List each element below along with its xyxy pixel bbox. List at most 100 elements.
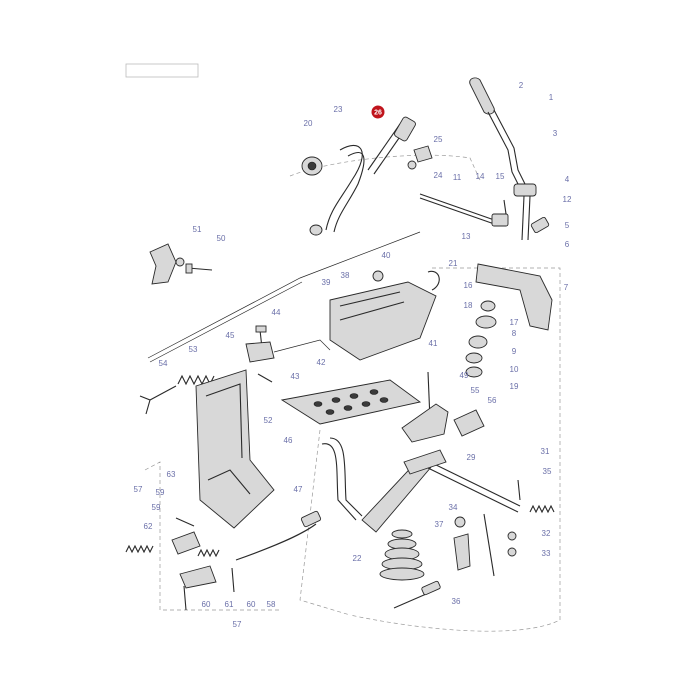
pedal-arm-47 bbox=[321, 443, 357, 521]
rubber-boot-22 bbox=[379, 529, 425, 581]
callout-49[interactable]: 49 bbox=[460, 371, 469, 380]
callout-15[interactable]: 15 bbox=[496, 172, 505, 181]
callout-11[interactable]: 11 bbox=[453, 173, 462, 182]
callout-38[interactable]: 38 bbox=[341, 271, 350, 280]
callout-2[interactable]: 2 bbox=[519, 81, 524, 90]
callout-5[interactable]: 5 bbox=[565, 221, 570, 230]
clevis-linkage bbox=[245, 325, 331, 383]
highlight-badge-label: 26 bbox=[374, 110, 382, 117]
callout-60[interactable]: 60 bbox=[247, 600, 256, 609]
callout-52[interactable]: 52 bbox=[264, 416, 273, 425]
callout-12[interactable]: 12 bbox=[563, 195, 572, 204]
callout-45[interactable]: 45 bbox=[226, 331, 235, 340]
callout-60[interactable]: 60 bbox=[202, 600, 211, 609]
callout-61[interactable]: 61 bbox=[225, 600, 234, 609]
frame-left bbox=[144, 461, 280, 611]
selector-linkage bbox=[475, 199, 553, 331]
bolt-31 bbox=[517, 479, 521, 501]
cable-long-b bbox=[149, 281, 303, 363]
callout-57[interactable]: 57 bbox=[134, 485, 143, 494]
callout-19[interactable]: 19 bbox=[510, 382, 519, 391]
callout-3[interactable]: 3 bbox=[553, 129, 558, 138]
callout-22[interactable]: 22 bbox=[353, 554, 362, 563]
nut-34 bbox=[454, 516, 466, 528]
pedal-arm-47b bbox=[329, 437, 363, 517]
pedal-bracket-63 bbox=[195, 369, 275, 529]
callout-46[interactable]: 46 bbox=[284, 436, 293, 445]
rod-11b bbox=[419, 197, 501, 227]
callout-7[interactable]: 7 bbox=[564, 283, 569, 292]
callout-21[interactable]: 21 bbox=[449, 259, 458, 268]
callout-50[interactable]: 50 bbox=[217, 234, 226, 243]
callout-14[interactable]: 14 bbox=[476, 172, 485, 181]
part-24-nut bbox=[407, 160, 417, 170]
callout-6[interactable]: 6 bbox=[565, 240, 570, 249]
callout-18[interactable]: 18 bbox=[464, 301, 473, 310]
callout-4[interactable]: 4 bbox=[565, 175, 570, 184]
callout-40[interactable]: 40 bbox=[382, 251, 391, 260]
callout-57[interactable]: 57 bbox=[233, 620, 242, 629]
lower-left-parts bbox=[125, 510, 322, 611]
pin-56 bbox=[453, 409, 485, 437]
callout-47[interactable]: 47 bbox=[294, 485, 303, 494]
cable-long bbox=[147, 231, 421, 359]
bracket-55 bbox=[401, 403, 449, 443]
nut-32 bbox=[507, 531, 517, 541]
frame-mid bbox=[299, 429, 351, 616]
callout-23[interactable]: 23 bbox=[334, 105, 343, 114]
callout-63[interactable]: 63 bbox=[167, 470, 176, 479]
callout-56[interactable]: 56 bbox=[488, 396, 497, 405]
callout-62[interactable]: 62 bbox=[144, 522, 153, 531]
callout-8[interactable]: 8 bbox=[512, 329, 517, 338]
gear-lever-assembly bbox=[469, 77, 537, 241]
callout-34[interactable]: 34 bbox=[449, 503, 458, 512]
callout-54[interactable]: 54 bbox=[159, 359, 168, 368]
lever-29 bbox=[361, 449, 521, 577]
spring-35 bbox=[529, 504, 555, 514]
callout-42[interactable]: 42 bbox=[317, 358, 326, 367]
callout-51[interactable]: 51 bbox=[193, 225, 202, 234]
callout-37[interactable]: 37 bbox=[435, 520, 444, 529]
spring-stack bbox=[465, 300, 497, 378]
part-26-cable-end: 26 bbox=[367, 105, 416, 175]
callout-25[interactable]: 25 bbox=[434, 135, 443, 144]
callout-1[interactable]: 1 bbox=[549, 93, 554, 102]
callout-35[interactable]: 35 bbox=[543, 467, 552, 476]
callout-59[interactable]: 59 bbox=[152, 503, 161, 512]
nut-33 bbox=[507, 547, 517, 557]
hose-and-grommet bbox=[301, 144, 365, 236]
highlight-badge[interactable] bbox=[371, 105, 385, 119]
callout-20[interactable]: 20 bbox=[304, 119, 313, 128]
frame-right bbox=[349, 267, 561, 632]
callout-36[interactable]: 36 bbox=[452, 597, 461, 606]
bracket-48 bbox=[149, 243, 213, 285]
callout-13[interactable]: 13 bbox=[462, 232, 471, 241]
rod-11 bbox=[419, 193, 501, 223]
callout-41[interactable]: 41 bbox=[429, 339, 438, 348]
plate-52 bbox=[280, 379, 422, 425]
callout-31[interactable]: 31 bbox=[541, 447, 550, 456]
spring-53 bbox=[139, 374, 215, 415]
callout-58[interactable]: 58 bbox=[267, 600, 276, 609]
callout-59[interactable]: 59 bbox=[156, 488, 165, 497]
stamp-box bbox=[125, 63, 199, 78]
callout-55[interactable]: 55 bbox=[471, 386, 480, 395]
callout-10[interactable]: 10 bbox=[510, 365, 519, 374]
callout-29[interactable]: 29 bbox=[467, 453, 476, 462]
part-25-clip bbox=[413, 145, 433, 163]
callout-53[interactable]: 53 bbox=[189, 345, 198, 354]
callout-32[interactable]: 32 bbox=[542, 529, 551, 538]
bracket-37 bbox=[453, 533, 471, 571]
valve-housing bbox=[329, 270, 440, 361]
cable-36-end bbox=[421, 580, 441, 596]
callout-9[interactable]: 9 bbox=[512, 347, 517, 356]
callout-43[interactable]: 43 bbox=[291, 372, 300, 381]
callout-24[interactable]: 24 bbox=[434, 171, 443, 180]
callout-16[interactable]: 16 bbox=[464, 281, 473, 290]
callout-33[interactable]: 33 bbox=[542, 549, 551, 558]
callout-39[interactable]: 39 bbox=[322, 278, 331, 287]
callout-44[interactable]: 44 bbox=[272, 308, 281, 317]
callout-17[interactable]: 17 bbox=[510, 318, 519, 327]
